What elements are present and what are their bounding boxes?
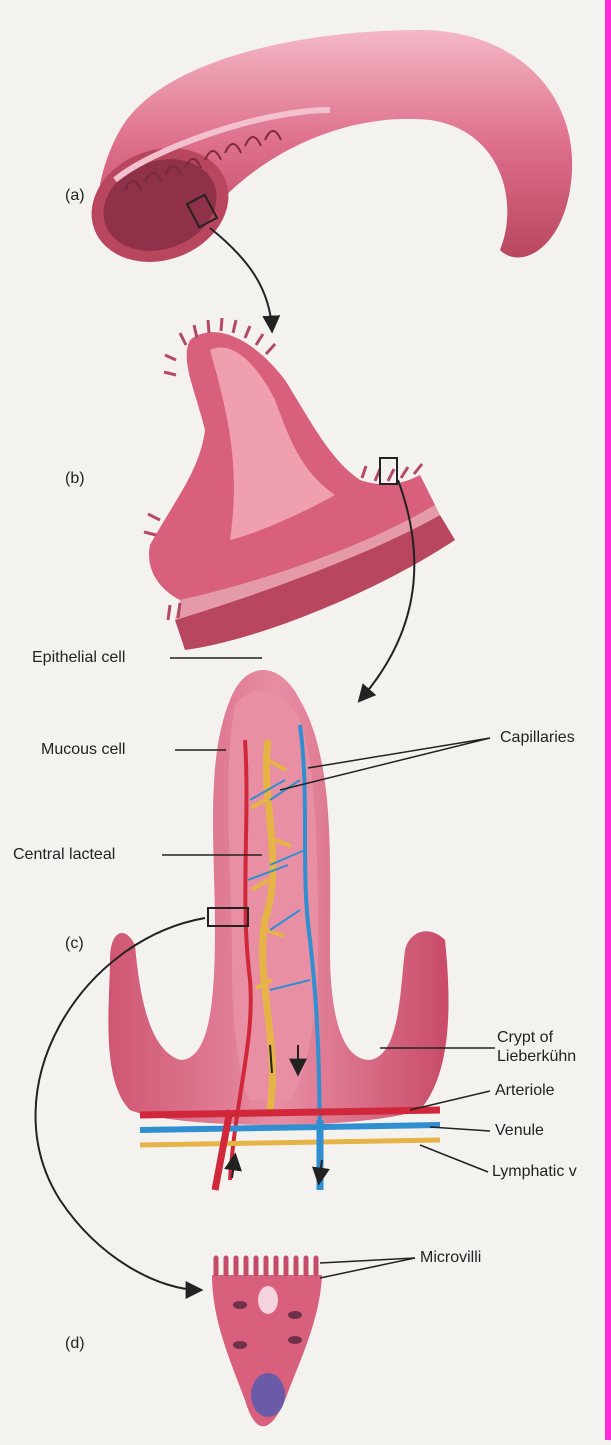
- epithelial-cell: [212, 1258, 322, 1426]
- villus: [108, 670, 448, 1190]
- panel-label-d: (d): [65, 1335, 85, 1353]
- label-lymphatic: Lymphatic v: [492, 1162, 577, 1181]
- label-arteriole: Arteriole: [495, 1081, 555, 1100]
- label-central-lacteal: Central lacteal: [13, 845, 115, 864]
- panel-label-a: (a): [65, 187, 85, 205]
- panel-label-c: (c): [65, 935, 84, 953]
- zoom-arrow-a: [210, 228, 272, 330]
- label-venule: Venule: [495, 1121, 544, 1140]
- mucosal-fold: [144, 318, 455, 650]
- label-crypt-line2: Lieberkühn: [497, 1047, 576, 1066]
- label-crypt-line1: Crypt of: [497, 1028, 553, 1047]
- label-mucous-cell: Mucous cell: [41, 740, 125, 759]
- intestine-tube: [75, 30, 572, 281]
- right-border-strip: [605, 0, 611, 1440]
- panel-label-b: (b): [65, 470, 85, 488]
- label-microvilli: Microvilli: [420, 1248, 481, 1267]
- label-capillaries: Capillaries: [500, 728, 575, 747]
- label-epithelial-cell: Epithelial cell: [32, 648, 125, 667]
